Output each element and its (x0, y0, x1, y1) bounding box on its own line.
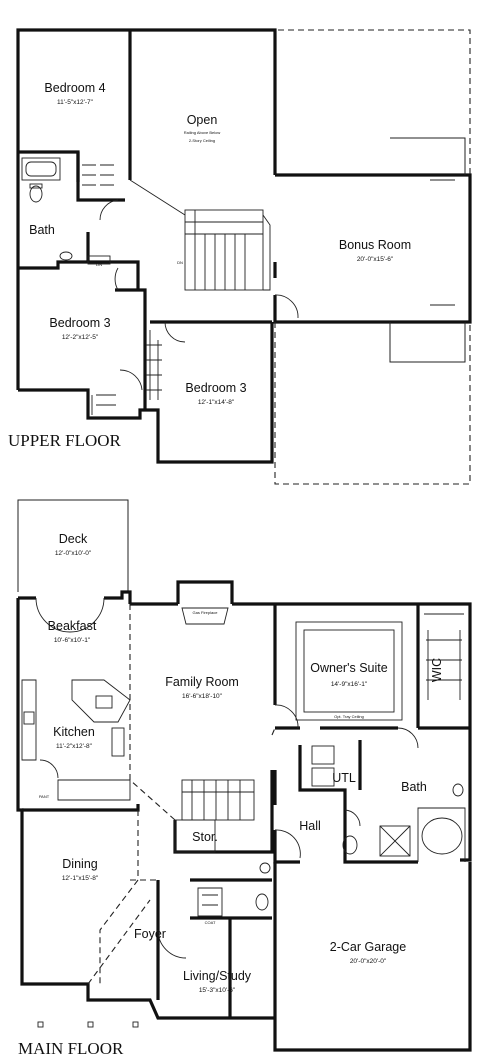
room-name: WIC (430, 658, 444, 682)
main-floor-labels: Deck 12'-0"x10'-0" Beakfast 10'-6"x10'-1… (18, 532, 444, 1058)
room-name: Stor. (192, 830, 218, 844)
room-name: UTL (332, 771, 356, 785)
room-dims: 20'-0"x15'-6" (357, 256, 394, 263)
room-name: Bedroom 3 (49, 316, 110, 330)
room-name: Bath (401, 780, 427, 794)
room-dims: 20'-0"x20'-0" (350, 958, 387, 965)
room-dims: 16'-6"x18'-10" (182, 693, 223, 700)
room-dims: 12'-1"x15'-8" (62, 875, 99, 882)
upper-floor-title: UPPER FLOOR (8, 431, 122, 450)
room-dims: 10'-6"x10'-1" (54, 637, 91, 644)
main-floor-title: MAIN FLOOR (18, 1039, 124, 1058)
room-name: 2-Car Garage (330, 940, 406, 954)
coat-closet-label: COAT (205, 920, 216, 925)
room-name: Beakfast (48, 619, 97, 633)
tray-ceiling-note: Opt. Tray Ceiling (334, 714, 364, 719)
upper-floor-fixtures (21, 157, 455, 415)
room-name: Deck (59, 532, 88, 546)
room-dims: 14'-9"x16'-1" (331, 681, 368, 688)
main-floor-walls (16, 499, 472, 1052)
room-dims: 11'-5"x12'-7" (57, 99, 94, 106)
linen-label: LIN (96, 262, 102, 267)
upper-floor-labels: Bedroom 4 11'-5"x12'-7" Open Railing Abo… (8, 81, 411, 450)
pantry-label: PANT (39, 794, 50, 799)
room-name: Bedroom 3 (185, 381, 246, 395)
room-name: Kitchen (53, 725, 95, 739)
room-dims: 12'-0"x10'-0" (55, 550, 92, 557)
room-note: Railing Above Below (184, 130, 221, 135)
room-dims: 11'-2"x12'-8" (56, 743, 93, 750)
room-name: Dining (62, 857, 97, 871)
upper-floor-dashed-outline (274, 29, 471, 485)
upper-floor-walls (16, 28, 472, 464)
room-dims: 15'-3"x10'-6" (199, 987, 236, 994)
room-name: Living/Study (183, 969, 252, 983)
room-name: Bath (29, 223, 55, 237)
room-name: Bedroom 4 (44, 81, 105, 95)
room-dims: 12'-2"x12'-5" (62, 334, 99, 341)
main-floor-dashed (87, 604, 276, 985)
room-name: Open (187, 113, 218, 127)
main-floor-fixtures (21, 597, 466, 1028)
stair-down-label: DN (177, 260, 183, 265)
room-name: Bonus Room (339, 238, 411, 252)
room-name: Owner's Suite (310, 661, 387, 675)
room-dims: 2-Story Ceiling (189, 138, 215, 143)
room-name: Hall (299, 819, 321, 833)
room-name: Foyer (134, 927, 166, 941)
room-name: Family Room (165, 675, 239, 689)
room-dims: 12'-1"x14'-8" (198, 399, 235, 406)
fireplace-label: Gas Fireplace (193, 610, 219, 615)
